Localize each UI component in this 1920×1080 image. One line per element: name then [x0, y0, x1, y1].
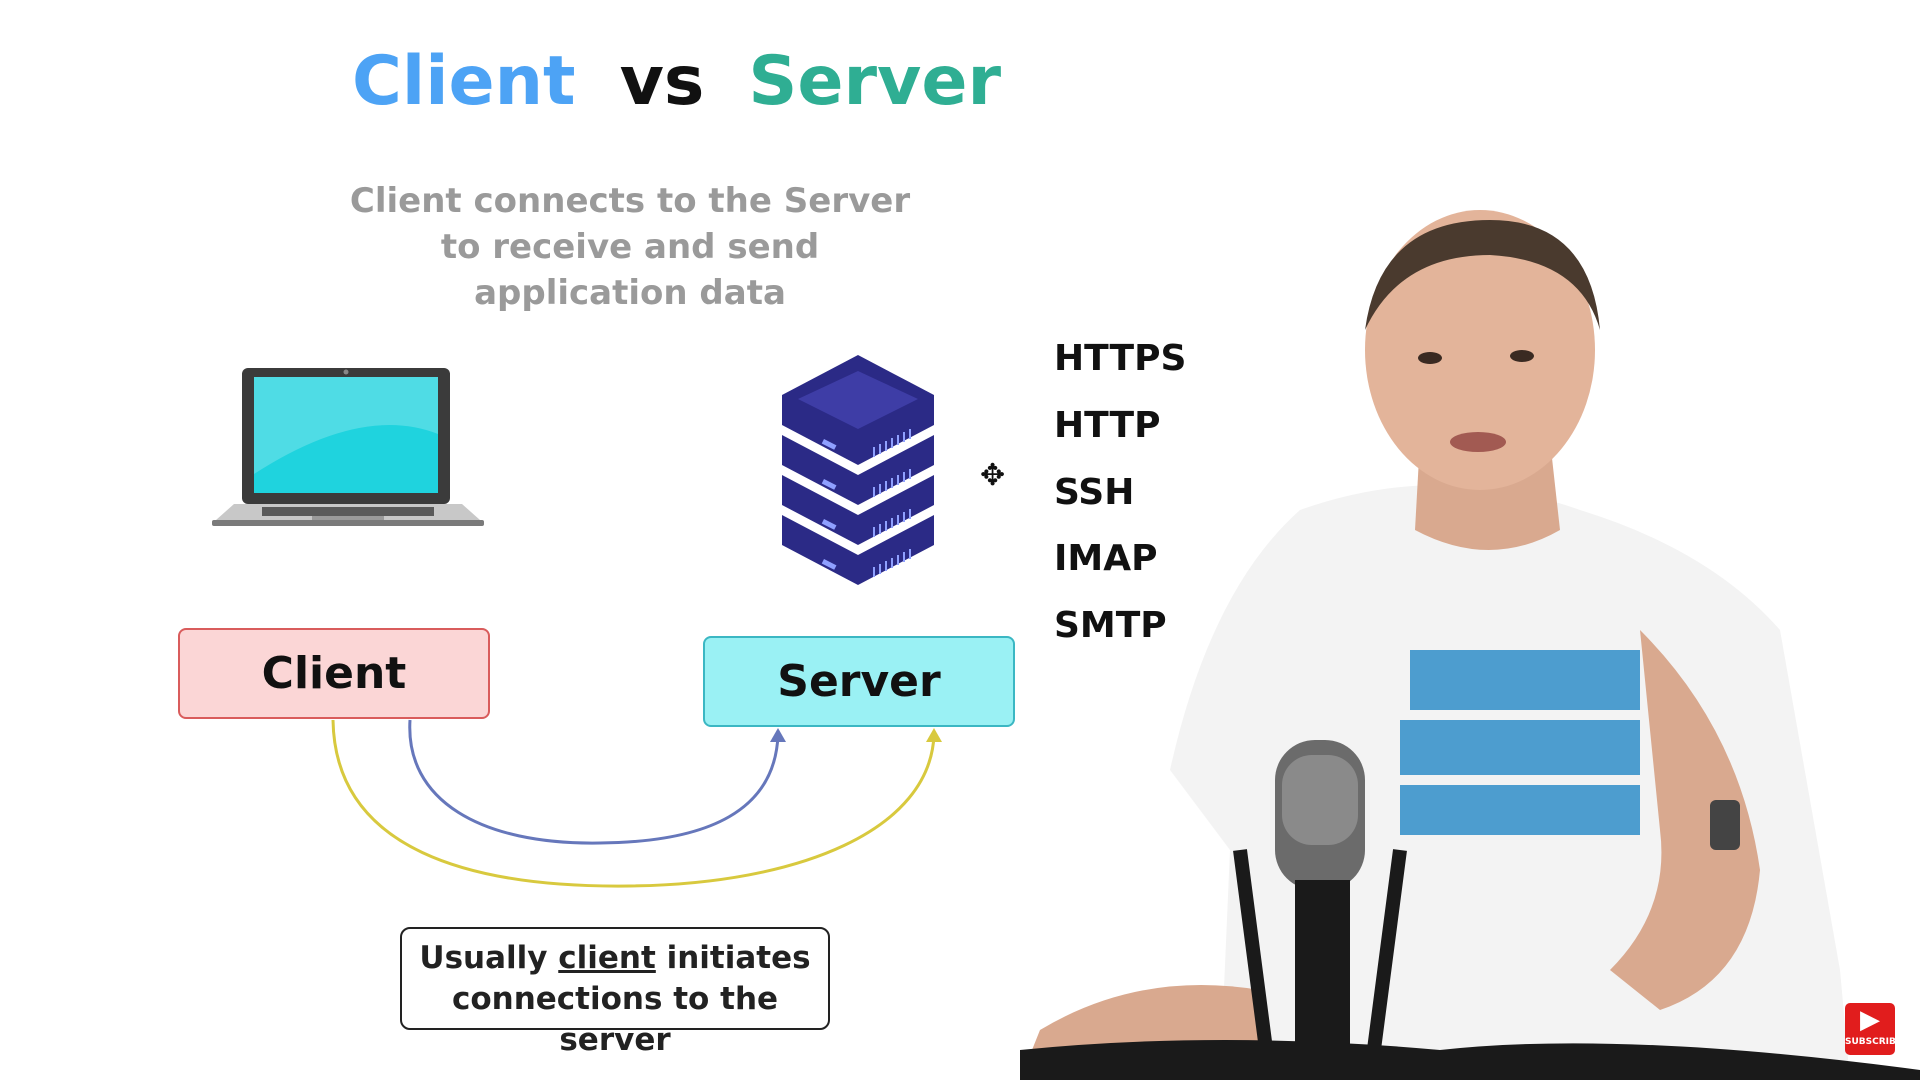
protocol-imap: IMAP	[1054, 538, 1158, 579]
arrow-yellow-head	[926, 728, 942, 742]
title-server: Server	[748, 42, 1001, 121]
arrow-blue	[408, 719, 780, 845]
protocol-ssh: SSH	[1054, 472, 1135, 513]
slide-subtitle: Client connects to the Server to receive…	[349, 181, 911, 313]
note-before: Usually	[419, 940, 559, 976]
move-cursor-icon: ✥	[980, 458, 1006, 493]
client-box: Client	[178, 628, 490, 719]
presenter-video	[1020, 210, 1920, 1080]
protocol-smtp: SMTP	[1054, 605, 1167, 646]
note-underlined: client	[558, 940, 656, 976]
arrow-blue-head	[770, 728, 786, 742]
note-after: initiates connections to the server	[451, 940, 811, 1058]
laptop-icon	[212, 368, 484, 526]
subscribe-play-icon: ▶	[1860, 1005, 1880, 1035]
title-vs: vs	[619, 42, 705, 121]
server-box: Server	[703, 636, 1015, 727]
server-stack-icon	[782, 355, 934, 585]
subscribe-label: SUBSCRIBE	[1845, 1037, 1903, 1047]
note-box: Usually client initiates connections to …	[400, 927, 830, 1058]
slide-title: Client vs Server	[352, 42, 1045, 152]
protocol-https: HTTPS	[1054, 338, 1187, 379]
protocol-http: HTTP	[1054, 405, 1161, 446]
arrow-yellow	[331, 719, 936, 888]
subscribe-button[interactable]: ▶ SUBSCRIBE	[1845, 1003, 1902, 1055]
title-client: Client	[352, 42, 576, 121]
